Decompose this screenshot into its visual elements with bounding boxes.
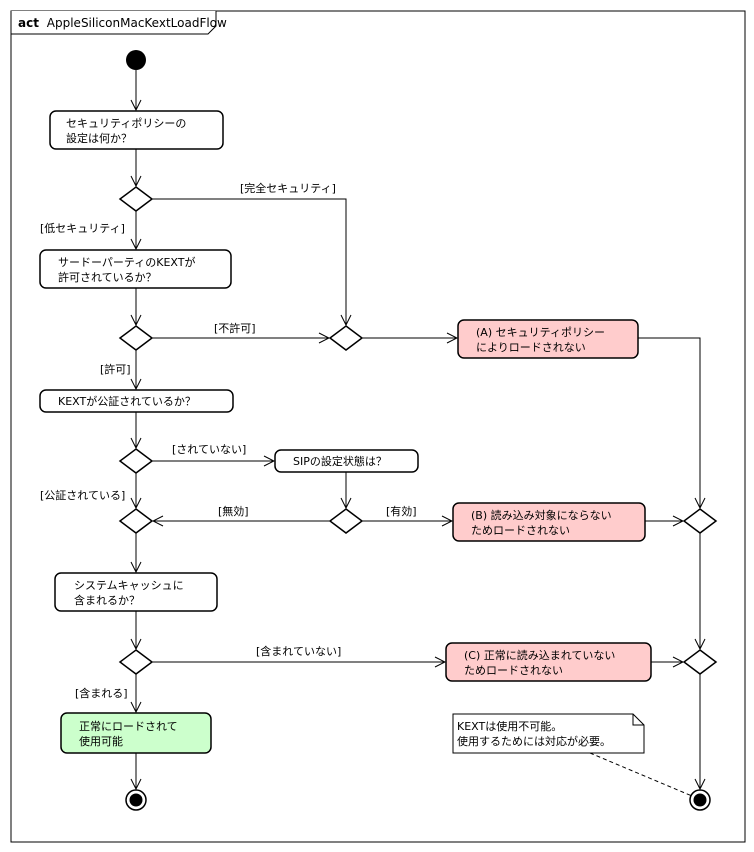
note-line1: KEXTは使用不可能。	[457, 719, 562, 733]
final-node-failure	[689, 789, 711, 811]
result-ok-loaded: 正常にロードされて 使用可能	[60, 712, 212, 754]
guard-not-included: [含まれていない]	[256, 644, 341, 658]
diagram-frame	[10, 10, 746, 843]
action-syscache-question-line1: システムキャッシュに	[74, 579, 184, 592]
svg-text:セキュリティポリシーの 設定は何か？: セキュリティポリシーの 設定は何か？	[66, 117, 190, 145]
svg-text:(A) セキュリティポリシー によりロードされな: (A) セキュリティポリシー によりロードされない	[476, 326, 608, 354]
guard-disabled: [無効]	[218, 504, 249, 518]
action-notarized-question-label: KEXTが公証されているか？	[58, 394, 196, 408]
result-b-not-load-target: (B) 読み込み対象にならない ためロードされない	[452, 502, 646, 542]
action-third-party-question-line1: サードーパーティのKEXTが	[58, 255, 195, 269]
svg-text:システムキャッシュに 含まれるか？: システムキャッシュに 含まれるか？	[74, 579, 187, 607]
frame-title-tab	[10, 11, 217, 35]
svg-text:(C) 正常に読み込まれていない ためロードされ: (C) 正常に読み込まれていない ためロードされない	[464, 648, 619, 677]
action-syscache-question-line2: 含まれるか？	[74, 593, 140, 607]
action-sip-question: SIPの設定状態は？	[274, 449, 419, 473]
frame-keyword: act	[18, 16, 39, 30]
result-c-line2: ためロードされない	[464, 664, 563, 677]
guard-not-notarized: [されていない]	[172, 443, 246, 456]
guard-not-allowed: [不許可]	[214, 322, 256, 335]
result-a-line1: (A) セキュリティポリシー	[476, 326, 605, 339]
flow-result-a-to-merge	[638, 337, 700, 508]
action-third-party-question: サードーパーティのKEXTが 許可されているか？	[39, 249, 232, 289]
guard-allowed: [許可]	[100, 363, 131, 376]
note: KEXTは使用不可能。 使用するためには対応が必要。	[452, 713, 645, 754]
svg-text:(B) 読み込み対象にならない ためロードされな: (B) 読み込み対象にならない ためロードされない	[471, 508, 615, 537]
merge-failure-ab	[682, 508, 718, 534]
merge-failure-abc	[682, 649, 718, 675]
merge-notarized	[118, 508, 154, 534]
frame-title: act AppleSiliconMacKextLoadFlow	[18, 16, 227, 30]
flow-full-security	[152, 198, 346, 325]
result-b-line1: (B) 読み込み対象にならない	[471, 508, 612, 522]
action-policy-question-line2: 設定は何か？	[66, 131, 132, 145]
decision-system-cache	[118, 649, 154, 675]
guard-full-security: [完全セキュリティ]	[240, 181, 336, 195]
result-ok-line1: 正常にロードされて	[79, 720, 178, 733]
guard-notarized: [公証されている]	[40, 489, 125, 502]
decision-security-policy	[118, 186, 154, 212]
svg-text:KEXTは使用不可能。 使用するためには対応が必: KEXTは使用不可能。 使用するためには対応が必要。	[457, 719, 611, 748]
action-syscache-question: システムキャッシュに 含まれるか？	[54, 572, 218, 612]
result-c-not-loaded-correctly: (C) 正常に読み込まれていない ためロードされない	[445, 642, 652, 682]
action-policy-question: セキュリティポリシーの 設定は何か？	[49, 110, 224, 150]
result-c-line1: (C) 正常に読み込まれていない	[464, 648, 615, 662]
frame-name: AppleSiliconMacKextLoadFlow	[47, 16, 227, 30]
action-notarized-question: KEXTが公証されているか？	[39, 389, 234, 413]
initial-node	[126, 50, 146, 70]
guard-enabled: [有効]	[386, 504, 417, 518]
result-b-line2: ためロードされない	[471, 524, 570, 537]
action-third-party-question-line2: 許可されているか？	[58, 271, 157, 284]
guard-low-security: [低セキュリティ]	[40, 222, 125, 235]
note-connector	[589, 752, 693, 797]
guard-included: [含まれる]	[75, 686, 128, 700]
action-policy-question-line1: セキュリティポリシーの	[66, 117, 186, 130]
result-a-not-loaded-policy: (A) セキュリティポリシー によりロードされない	[457, 319, 639, 359]
decision-notarized	[118, 448, 154, 474]
decision-third-party-allowed	[118, 325, 154, 351]
svg-text:正常にロードされて 使用可能: 正常にロードされて 使用可能	[79, 720, 181, 748]
action-sip-question-label: SIPの設定状態は？	[293, 454, 387, 468]
result-a-line2: によりロードされない	[476, 341, 586, 354]
note-line2: 使用するためには対応が必要。	[457, 734, 611, 748]
result-ok-line2: 使用可能	[79, 734, 123, 748]
decision-sip-state	[328, 508, 364, 534]
final-node-success	[125, 789, 147, 811]
svg-text:サードーパーティのKEXTが 許可されているか？: サードーパーティのKEXTが 許可されているか？	[58, 255, 199, 284]
merge-not-allowed	[328, 325, 364, 351]
